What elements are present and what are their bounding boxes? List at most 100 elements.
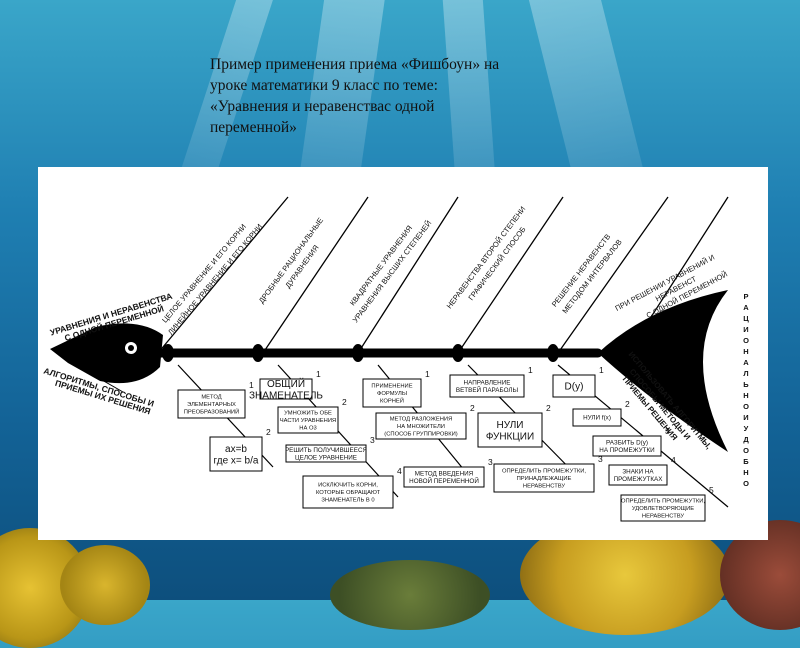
step-number: 2 [546,403,551,413]
tail-vertical-letter: О [743,479,749,488]
step-number: 1 [249,380,254,390]
step-number: 2 [470,403,475,413]
step-box [449,374,525,398]
step-box [477,412,543,448]
step-box-text: ФОРМУЛЫ [377,391,407,397]
step-box-text: ОПРЕДЕЛИТЬ ПРОМЕЖУТКИ, [621,499,705,505]
bone-label-2: КВАДРАТНЫЕ УРАВНЕНИЯ [348,224,414,308]
step-number: 3 [370,435,375,445]
tail-vertical-letter: Н [743,391,748,400]
step-box [209,436,263,472]
step-box [592,435,662,457]
step-box-text: ПРОМЕЖУТКАХ [614,476,664,483]
fish-pupil [128,345,134,351]
step-box [572,408,622,427]
step-box [620,494,706,522]
tail-vertical-letter: И [743,325,748,334]
step-box-text: D(y) [565,382,584,393]
step-number: 5 [709,485,714,495]
step-number: 1 [425,369,430,379]
step-box-text: НА МНОЖИТЕЛИ [397,424,445,430]
step-box-text: МЕТОД [201,395,221,401]
fish-tail [598,290,728,452]
coral-left-2 [60,545,150,625]
tail-vertical-letter: Ь [743,380,749,389]
step-box-text: РАЗБИТЬ D(y) [606,439,648,446]
step-box-text: ПРИНАДЛЕЖАЩИЕ [517,476,572,482]
step-box-text: ЗНАМЕНАТЕЛЬ [249,390,323,401]
step-box [277,406,339,434]
step-box-text: ОБЩИЙ [267,377,305,390]
step-box-text: МЕТОД ВВЕДЕНИЯ [415,470,474,477]
vertebra-0 [162,344,174,362]
top-bone-4 [557,196,669,354]
step-box-text: ЧАСТИ УРАВНЕНИЯ [280,418,336,424]
tail-vertical-letter: Н [743,468,748,477]
step-box-text: ПРИМЕНЕНИЕ [371,384,412,390]
step-box-text: УМНОЖИТЬ ОБЕ [284,411,332,417]
step-box [177,389,246,419]
step-box-text: УДОВЛЕТВОРЯЮЩИЕ [632,506,694,512]
step-number: 2 [266,427,271,437]
step-number: 3 [598,454,603,464]
step-box [608,464,668,486]
step-box-text: КОТОРЫЕ ОБРАЩАЮТ [316,490,381,496]
bone-label-1: ДРОБНЫЕ РАЦИОНАЛЬНЫЕ [257,216,325,305]
step-box-text: ОПРЕДЕЛИТЬ ПРОМЕЖУТКИ, [502,469,586,475]
tail-vertical-letter: А [743,303,749,312]
step-box-text: НУЛИ [497,420,524,431]
step-box [375,412,467,440]
step-box [302,475,394,509]
tail-vertical-letter: Н [743,347,748,356]
step-box-text: НА О3 [299,425,316,431]
step-number: 4 [397,466,402,476]
step-box [403,466,485,488]
top-bone-0 [157,196,289,354]
vertebra-4 [547,344,559,362]
step-box-text: НЕРАВЕНСТВУ [642,513,685,519]
step-box-text: ax=b [225,444,247,455]
step-box-text: НОВОЙ ПЕРЕМЕННОЙ [409,476,479,485]
step-number: 3 [488,457,493,467]
tail-vertical-letter: Ц [743,314,749,323]
tail-vertical-letter: У [744,424,749,433]
step-box-text: ЗНАМЕНАТЕЛЬ В 0 [321,497,374,503]
head-bottom-line [87,371,124,393]
step-number: 4 [671,455,676,465]
tail-vertical-letter: И [743,413,748,422]
step-box-text: ИСКЛЮЧИТЬ КОРНИ, [318,483,378,489]
step-box-text: ПРЕОБРАЗОВАНИЙ [184,407,240,415]
bone-label-0: ЦЕЛОЕ УРАВНЕНИЕ И ЕГО КОРНИ [160,222,248,324]
step-box-text: ЗНАКИ НА [622,468,654,475]
step-box [259,378,313,400]
coral-mid [330,560,490,630]
step-box-text: ЭЛЕМЕНТАРНЫХ [187,402,236,408]
tail-vertical-letter: О [743,336,749,345]
step-box-text: ВЕТВЕЙ ПАРАБОЛЫ [456,385,519,394]
top-bone-2 [357,196,459,354]
step-number: 2 [625,399,630,409]
step-box-text: НЕРАВЕНСТВУ [523,483,566,489]
top-bone-3 [457,196,564,354]
step-number: 1 [316,369,321,379]
page-title: Пример применения приема «Фишбоун» на ур… [210,56,500,136]
step-box-text: НУЛИ f(x) [583,415,611,422]
step-box [552,374,596,398]
vertebra-1 [252,344,264,362]
step-box-text: РЕШИТЬ ПОЛУЧИВШЕЕСЯ [285,447,368,454]
step-box-text: (СПОСОБ ГРУППИРОВКИ) [384,431,457,437]
tail-vertical-letter: О [743,402,749,411]
step-box [362,378,422,408]
bone-label-0: ЛИНЕЙНОЕ УРАВНЕНИЕ И ЕГО КОРНИ [166,222,264,337]
step-box-text: ЦЕЛОЕ УРАВНЕНИЕ [295,455,357,462]
tail-vertical-letter: О [743,446,749,455]
step-box [285,444,367,463]
step-number: 1 [528,365,533,375]
top-bone-1 [262,196,369,354]
top-bone-5 [627,196,729,354]
tail-vertical-letter: Б [743,457,749,466]
step-box-text: ФУНКЦИИ [486,431,534,442]
step-box [493,463,595,493]
